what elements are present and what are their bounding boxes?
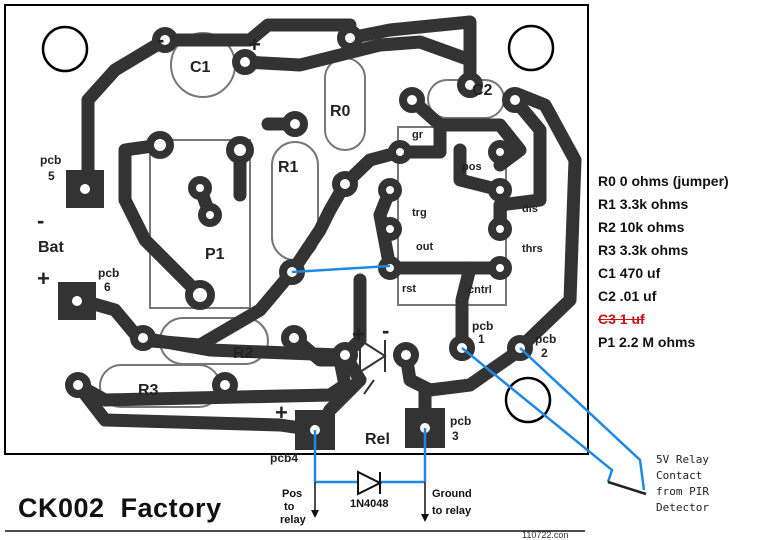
ic-pin-pos: pos xyxy=(462,161,482,173)
jumper-wire xyxy=(291,264,391,274)
pos-relay-line1: Pos xyxy=(282,488,302,500)
battery-label: Bat xyxy=(38,239,64,256)
relay-contact-line4: Detector xyxy=(656,501,709,514)
trace xyxy=(285,177,352,279)
rel-plus-label: + xyxy=(275,400,288,425)
pcb3-label-top: pcb xyxy=(450,414,471,428)
ic-pin-out: out xyxy=(416,241,433,253)
arrows xyxy=(311,510,429,522)
pcb2-label-top: pcb xyxy=(535,332,556,346)
pads xyxy=(65,25,533,398)
p1-label: P1 xyxy=(205,246,225,263)
trace xyxy=(393,93,447,159)
relay-contact-line2: Contact xyxy=(656,469,702,482)
ic-pin-cntrl: cntrl xyxy=(468,284,492,296)
ic-pin-gr: gr xyxy=(412,129,424,141)
pcb1-label-num: 1 xyxy=(478,332,485,346)
mounting-hole xyxy=(507,24,555,72)
parts-list: R0 0 ohms (jumper) R1 3.3k ohms R2 10k ohm… xyxy=(598,170,729,354)
c2-label: C2 xyxy=(472,82,493,99)
pcb5-label-num: 5 xyxy=(48,169,55,183)
trace xyxy=(81,18,357,195)
r1-label: R1 xyxy=(278,159,299,176)
pcb6-label-top: pcb xyxy=(98,266,119,280)
parts-list-item: R2 10k ohms xyxy=(598,219,685,235)
pcb6-label-num: 6 xyxy=(104,280,111,294)
wires xyxy=(291,264,646,491)
pcb3-label-num: 3 xyxy=(452,429,459,443)
trace xyxy=(513,88,582,355)
pcb5-label-top: pcb xyxy=(40,153,61,167)
mounting-hole xyxy=(41,25,89,73)
parts-list-item: C3 1 uf xyxy=(598,311,645,327)
relay-contact-switch xyxy=(607,480,647,496)
pcb4-label: pcb4 xyxy=(270,451,298,465)
parts-list-item: R3 3.3k ohms xyxy=(598,242,689,258)
footnote: 110722.con xyxy=(522,530,569,540)
pcb1-label-top: pcb xyxy=(472,319,493,333)
ground-relay-line1: Ground xyxy=(432,488,472,500)
trace xyxy=(238,35,477,72)
led-symbol xyxy=(355,338,387,395)
trace xyxy=(118,138,207,302)
trace xyxy=(453,143,507,197)
ic-pin-trg: trg xyxy=(412,207,427,219)
pcb2-label-num: 2 xyxy=(541,346,548,360)
pos-relay-line2: to xyxy=(284,501,295,513)
trace xyxy=(493,93,547,237)
bat-minus-label: - xyxy=(37,208,44,233)
parts-list-item: P1 2.2 M ohms xyxy=(598,334,696,350)
relay-contact-wire-1 xyxy=(461,347,614,483)
pos-relay-line3: relay xyxy=(280,514,307,526)
page-title: CK002 Factory xyxy=(18,493,222,523)
trace xyxy=(71,331,352,407)
trace xyxy=(455,261,477,355)
led-plus-label: + xyxy=(352,322,365,347)
c1-plus-label: + xyxy=(248,32,261,57)
r0-label: R0 xyxy=(330,103,351,120)
r2-label: R2 xyxy=(233,345,254,362)
rel-label: Rel xyxy=(365,431,390,448)
parts-list-item: C1 470 uf xyxy=(598,265,661,281)
led-minus-label: - xyxy=(382,318,389,343)
r3-label: R3 xyxy=(138,382,159,399)
parts-list-item: R0 0 ohms (jumper) xyxy=(598,173,729,189)
c1-label: C1 xyxy=(190,59,211,76)
diode-1n4048 xyxy=(357,470,383,496)
trace xyxy=(136,331,347,362)
relay-contact-line1: 5V Relay xyxy=(656,453,709,466)
bat-plus-label: + xyxy=(37,266,50,291)
ic-pin-thrs: thrs xyxy=(522,243,543,255)
relay-contact-wire-2 xyxy=(519,347,646,491)
ic-pin-rst: rst xyxy=(402,283,416,295)
relay-contact-line3: from PIR xyxy=(656,485,709,498)
ic-pin-dis: dis xyxy=(522,203,538,215)
c1-minus-label: - xyxy=(157,27,164,52)
trace xyxy=(343,15,477,92)
diode-label: 1N4048 xyxy=(350,498,389,510)
ground-relay-line2: to relay xyxy=(432,505,472,517)
parts-list-item: C2 .01 uf xyxy=(598,288,657,304)
parts-list-item: R1 3.3k ohms xyxy=(598,196,689,212)
